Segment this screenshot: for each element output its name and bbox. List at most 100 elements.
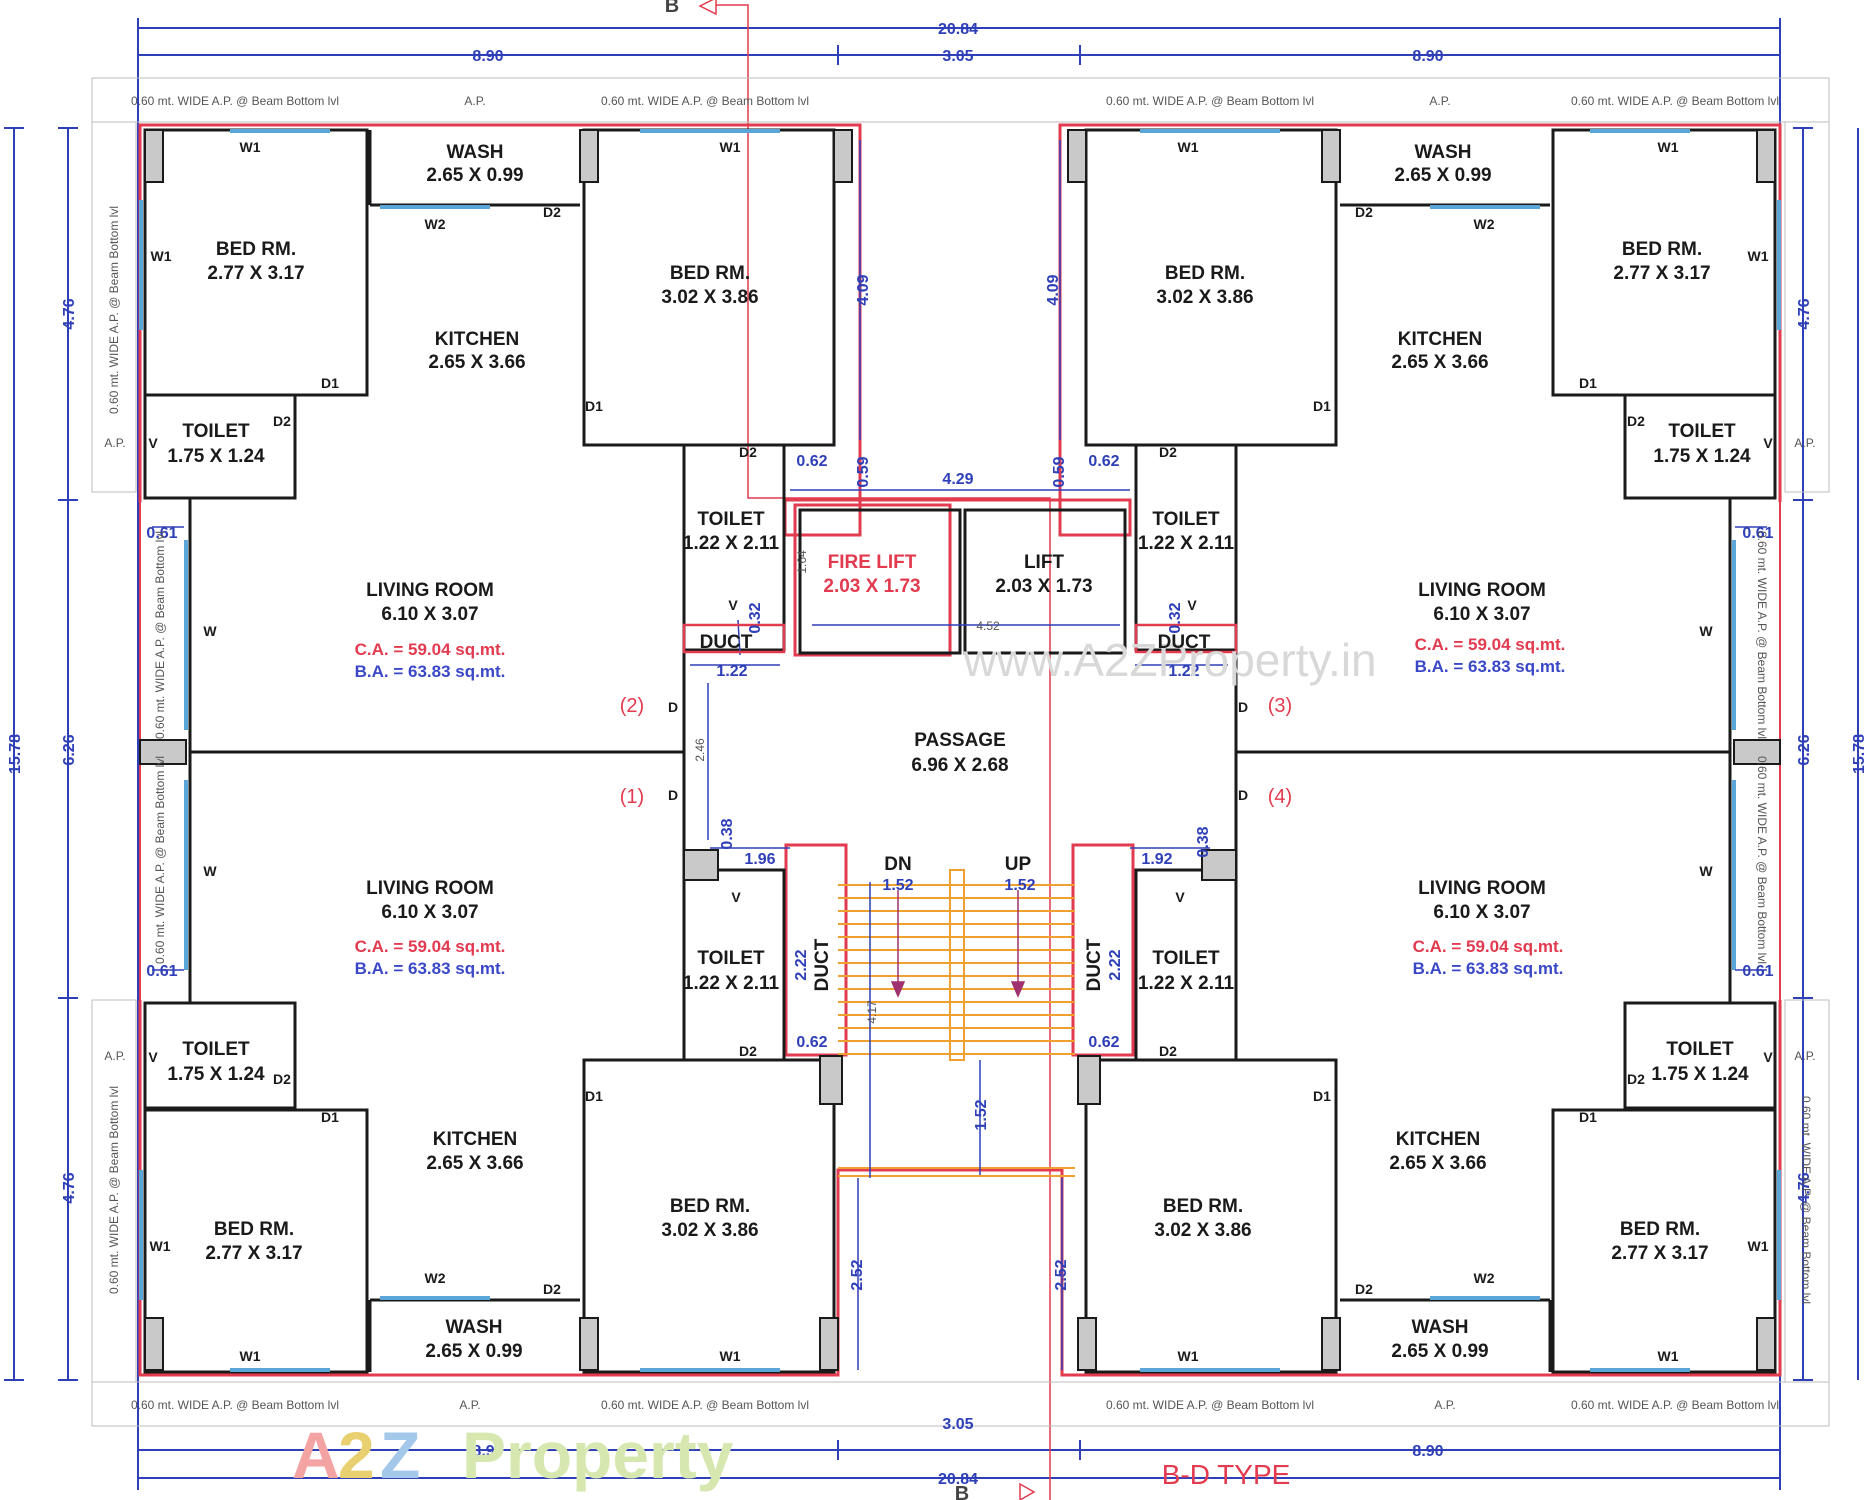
- toilet-label: TOILET: [697, 948, 765, 969]
- toilet-dim: 1.75 X 1.24: [167, 1064, 265, 1085]
- kitchen-label: KITCHEN: [433, 1129, 517, 1150]
- window-tag: W: [1699, 863, 1713, 879]
- built-area: B.A. = 63.83 sq.mt.: [1413, 959, 1564, 978]
- window-tag: W1: [1178, 1348, 1199, 1364]
- duct-label: DUCT: [1084, 938, 1105, 991]
- bed-room-label: BED RM.: [670, 1196, 750, 1217]
- window-tag: W1: [1748, 248, 1769, 264]
- door-tag: D2: [1159, 1043, 1177, 1059]
- overall-depth-right: 15.78: [1851, 734, 1868, 774]
- door-tag: D1: [1313, 398, 1331, 414]
- door-tag: D2: [273, 413, 291, 429]
- kitchen-dim: 2.65 X 3.66: [1389, 1153, 1486, 1174]
- beam-note-bottom-2: 0.60 mt. WIDE A.P. @ Beam Bottom lvl: [601, 1398, 809, 1412]
- lobby-inner-width: 4.52: [976, 619, 1000, 633]
- toilet-dim: 1.75 X 1.24: [1651, 1064, 1749, 1085]
- ap-top-2: A.P.: [1429, 94, 1450, 108]
- shaft-side-right: 0.59: [1051, 456, 1068, 487]
- carpet-area: C.A. = 59.04 sq.mt.: [355, 640, 506, 659]
- watermark: www.A2ZProperty.in: [962, 634, 1376, 686]
- door-tag: D1: [321, 375, 339, 391]
- window-tag: W1: [720, 1348, 741, 1364]
- wash-dim: 2.65 X 0.99: [425, 1341, 522, 1362]
- built-area: B.A. = 63.83 sq.mt.: [1415, 657, 1566, 676]
- ap-top-1: A.P.: [464, 94, 485, 108]
- walls: [143, 128, 1777, 1374]
- room-depth-right: 4.09: [1045, 274, 1062, 305]
- door-tag: D1: [585, 398, 603, 414]
- wash-label: WASH: [1412, 1317, 1469, 1338]
- bed-room-label: BED RM.: [1165, 263, 1245, 284]
- door-tag: D2: [1627, 413, 1645, 429]
- overall-width-top: 20.84: [938, 21, 978, 38]
- living-room-label: LIVING ROOM: [1418, 580, 1546, 601]
- door-tag: D2: [1355, 204, 1373, 220]
- section-label-bottom: B: [955, 1483, 969, 1500]
- living-room-label: LIVING ROOM: [1418, 878, 1546, 899]
- unit-bottom-left: (1) LIVING ROOM 6.10 X 3.07 C.A. = 59.04…: [167, 786, 779, 1362]
- stair-duct-bottom-right: 0.62: [1088, 1034, 1119, 1051]
- duct-width-right: 1.22: [1168, 663, 1199, 680]
- block-depth-right-bottom: 4.76: [1796, 1172, 1813, 1203]
- beam-note-right-mid: 0.60 mt. WIDE A.P. @ Beam Bottom lvl: [1755, 756, 1769, 964]
- window-tag: W2: [425, 1270, 446, 1286]
- stair-height: 4.17: [865, 1000, 879, 1024]
- kitchen-label: KITCHEN: [1398, 329, 1482, 350]
- toilet-dim: 1.22 X 2.11: [1138, 973, 1235, 994]
- door-tag: D: [1238, 699, 1248, 715]
- toilet-dim: 1.22 X 2.11: [1138, 533, 1235, 554]
- toilet-dim: 1.75 X 1.24: [1653, 446, 1751, 467]
- core-width-bottom: 3.05: [942, 1416, 973, 1433]
- toilet-label: TOILET: [697, 509, 765, 530]
- wash-label: WASH: [446, 1317, 503, 1338]
- kitchen-dim: 2.65 X 3.66: [428, 352, 525, 373]
- lift-dim: 2.03 X 1.73: [995, 576, 1092, 597]
- svg-text:2: 2: [338, 1418, 375, 1492]
- door-tag: D2: [543, 1281, 561, 1297]
- wing-width-top-left: 8.90: [472, 48, 503, 65]
- carpet-area: C.A. = 59.04 sq.mt.: [355, 937, 506, 956]
- wing-width-bottom-right: 8.90: [1412, 1443, 1443, 1460]
- toilet-label: TOILET: [1152, 948, 1220, 969]
- kitchen-label: KITCHEN: [1396, 1129, 1480, 1150]
- ventilator-tag: V: [1175, 889, 1185, 905]
- carpet-area: C.A. = 59.04 sq.mt.: [1415, 635, 1566, 654]
- beam-note-right-bottom: 0.60 mt. WIDE A.P. @ Beam Bottom lvl: [1799, 1096, 1813, 1304]
- stair-duct-width-right: 1.92: [1141, 851, 1172, 868]
- wing-width-bottom-left: 8.90: [472, 1443, 503, 1460]
- toilet-label: TOILET: [1666, 1039, 1734, 1060]
- passage-height: 2.46: [693, 738, 707, 762]
- window-tag: W: [203, 863, 217, 879]
- stair-down-label: DN: [884, 854, 911, 875]
- beam-note-top-1: 0.60 mt. WIDE A.P. @ Beam Bottom lvl: [131, 94, 339, 108]
- shaft-offset-left: 0.62: [796, 453, 827, 470]
- window-tag: W1: [151, 248, 172, 264]
- toilet-dim: 1.75 X 1.24: [167, 446, 265, 467]
- beam-note-bottom-4: 0.60 mt. WIDE A.P. @ Beam Bottom lvl: [1571, 1398, 1779, 1412]
- carpet-area: C.A. = 59.04 sq.mt.: [1413, 937, 1564, 956]
- unit-number: (2): [620, 695, 644, 717]
- ventilator-tag: V: [148, 1049, 158, 1065]
- beam-note-top-3: 0.60 mt. WIDE A.P. @ Beam Bottom lvl: [1106, 94, 1314, 108]
- ventilator-tag: V: [1763, 435, 1773, 451]
- bed-room-dim: 2.77 X 3.17: [1613, 263, 1710, 284]
- mid-depth-right: 6.26: [1796, 734, 1813, 765]
- kitchen-label: KITCHEN: [435, 329, 519, 350]
- duct-top-left: 0.32: [747, 602, 764, 633]
- door-tag: D1: [1579, 1109, 1597, 1125]
- beam-note-top-2: 0.60 mt. WIDE A.P. @ Beam Bottom lvl: [601, 94, 809, 108]
- built-area: B.A. = 63.83 sq.mt.: [355, 959, 506, 978]
- stair-duct-depth-right: 2.22: [1107, 949, 1124, 980]
- beam-note-top-4: 0.60 mt. WIDE A.P. @ Beam Bottom lvl: [1571, 94, 1779, 108]
- window-tag: W1: [1748, 1238, 1769, 1254]
- section-arrow-bottom-icon: [1019, 1482, 1036, 1500]
- ap-offset-right-top: 0.61: [1742, 525, 1773, 542]
- passage-dim: 6.96 X 2.68: [911, 755, 1008, 776]
- stair-arrows: [890, 890, 1026, 998]
- door-tag: D: [668, 699, 678, 715]
- stair-duct-bottom-left: 0.62: [796, 1034, 827, 1051]
- stair-duct-width-left: 1.96: [744, 851, 775, 868]
- door-tag: D: [668, 787, 678, 803]
- svg-text:Property: Property: [462, 1418, 734, 1492]
- beam-note-bottom-3: 0.60 mt. WIDE A.P. @ Beam Bottom lvl: [1106, 1398, 1314, 1412]
